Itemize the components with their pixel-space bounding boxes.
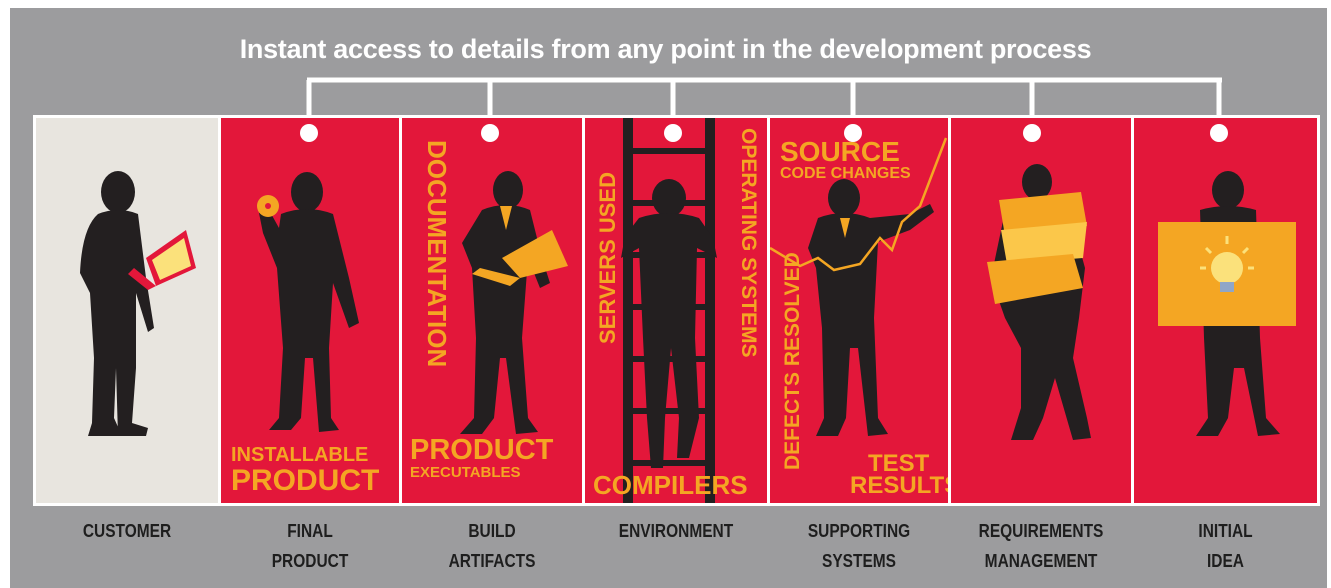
panel-requirements-management	[951, 118, 1131, 503]
code-changes-label: CODE CHANGES	[780, 165, 911, 182]
connector-dot	[481, 124, 499, 142]
connector-dot	[664, 124, 682, 142]
label-line: ENVIRONMENT	[618, 521, 734, 541]
customer-with-laptop-icon	[80, 171, 196, 436]
connector-dot	[300, 124, 318, 142]
person-carrying-boxes-icon	[987, 124, 1091, 440]
label-line: FINAL	[287, 521, 333, 541]
panel-build-artifacts: DOCUMENTATION PRODUCT EXECUTABLES	[402, 118, 582, 503]
label-line: REQUIREMENTS	[978, 521, 1104, 541]
person-on-ladder-icon	[621, 118, 717, 503]
product-label: PRODUCT	[231, 464, 380, 497]
label-build-artifacts: BUILD ARTIFACTS	[415, 516, 570, 576]
headline: Instant access to details from any point…	[239, 34, 1092, 64]
label-line: IDEA	[1206, 551, 1244, 571]
panel-environment: SERVERS USED OPERATING SYSTEMS COMPILERS	[585, 118, 767, 503]
panel-customer	[36, 118, 218, 503]
label-line: CUSTOMER	[82, 521, 172, 541]
panel-final-product: INSTALLABLE PRODUCT	[221, 118, 399, 503]
connector-dot	[844, 124, 862, 142]
person-drawing-chart-icon	[770, 124, 948, 436]
executables-label: EXECUTABLES	[410, 464, 521, 481]
product-label: PRODUCT	[410, 434, 554, 466]
label-line: INITIAL	[1198, 521, 1253, 541]
connector-dot	[1023, 124, 1041, 142]
person-holding-disc-icon	[257, 124, 359, 432]
person-with-laptop-icon	[460, 124, 568, 434]
compilers-label: COMPILERS	[593, 470, 748, 500]
label-requirements-management: REQUIREMENTS MANAGEMENT	[964, 516, 1119, 576]
installable-label: INSTALLABLE	[231, 444, 369, 466]
label-line: BUILD	[468, 521, 516, 541]
defects-resolved-label: DEFECTS RESOLVED	[781, 252, 804, 470]
label-line: SUPPORTING	[807, 521, 911, 541]
results-label: RESULTS	[850, 472, 948, 499]
label-supporting-systems: SUPPORTING SYSTEMS	[782, 516, 935, 576]
person-holding-lightbulb-sign-icon	[1158, 124, 1296, 436]
panel-initial-idea	[1134, 118, 1317, 503]
label-environment: ENVIRONMENT	[598, 516, 755, 546]
servers-used-label: SERVERS USED	[595, 172, 620, 344]
label-initial-idea: INITIAL IDEA	[1147, 516, 1304, 576]
lightbulb-icon	[1200, 236, 1254, 292]
test-label: TEST	[868, 450, 930, 477]
label-final-product: FINAL PRODUCT	[233, 516, 386, 576]
operating-systems-label: OPERATING SYSTEMS	[737, 128, 760, 358]
label-line: MANAGEMENT	[984, 551, 1098, 571]
label-line: SYSTEMS	[822, 551, 896, 571]
label-line: ARTIFACTS	[448, 551, 536, 571]
source-label: SOURCE	[780, 136, 900, 167]
connector-dot	[1210, 124, 1228, 142]
label-customer: CUSTOMER	[49, 516, 206, 546]
panel-supporting-systems: SOURCE CODE CHANGES DEFECTS RESOLVED TES…	[770, 118, 948, 503]
documentation-label: DOCUMENTATION	[422, 140, 452, 368]
label-line: PRODUCT	[271, 551, 349, 571]
